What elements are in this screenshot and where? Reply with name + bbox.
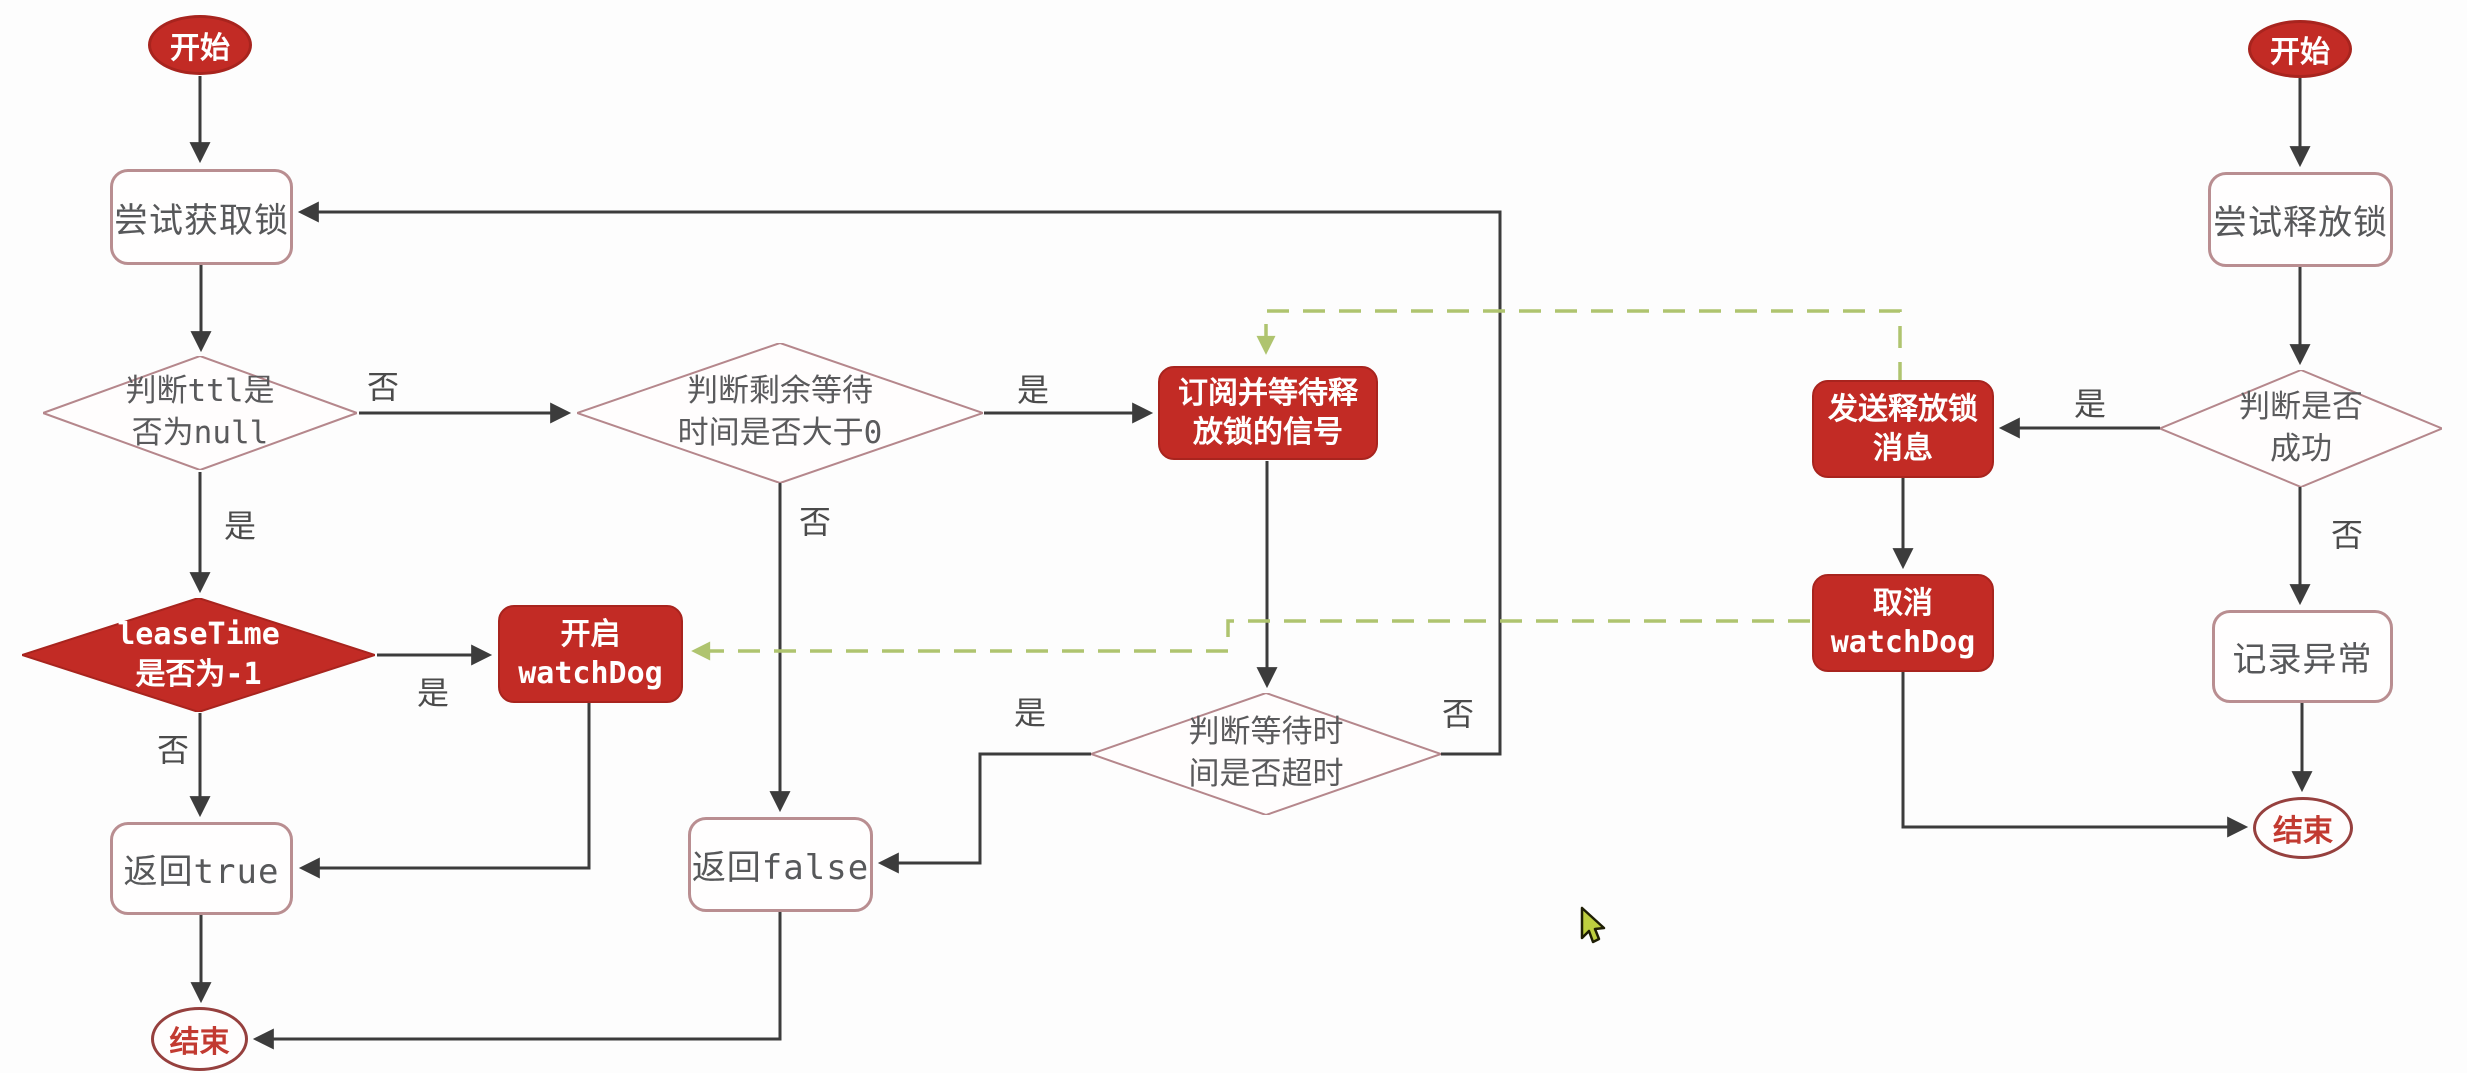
end-node-left: 结束 <box>151 1007 248 1071</box>
check-wait-timeout-diamond: 判断等待时 间是否超时 <box>1091 693 1441 815</box>
try-acquire-lock-box: 尝试获取锁 <box>110 169 293 265</box>
log-exception-label: 记录异常 <box>2232 640 2373 680</box>
cancel-watchdog-label: 取消 watchDog <box>1830 586 1976 660</box>
start-node-right: 开始 <box>2248 20 2352 78</box>
check-remaining-wait-diamond: 判断剩余等待 时间是否大于0 <box>577 343 983 483</box>
cursor-arrow-icon <box>1580 906 1606 944</box>
subscribe-wait-signal-label: 订阅并等待释 放锁的信号 <box>1178 376 1358 450</box>
end-node-left-label: 结束 <box>169 1025 230 1060</box>
try-release-lock-label: 尝试释放锁 <box>2213 203 2388 243</box>
subscribe-wait-signal-box: 订阅并等待释 放锁的信号 <box>1158 366 1378 460</box>
diamond-shape <box>43 356 357 470</box>
diamond-shape <box>2160 370 2442 487</box>
dashed-send-to-subscribe <box>1256 309 1902 384</box>
cancel-watchdog-box: 取消 watchDog <box>1812 574 1994 672</box>
diamond-shape <box>577 343 983 483</box>
return-true-label: 返回true <box>123 852 280 892</box>
check-lease-time-diamond: leaseTime 是否为-1 <box>22 598 375 712</box>
check-success-diamond: 判断是否 成功 <box>2160 370 2442 487</box>
return-true-box: 返回true <box>110 822 293 915</box>
check-wait-timeout-label: 判断等待时 间是否超时 <box>1188 714 1344 792</box>
diamond-shape <box>22 598 375 712</box>
return-false-box: 返回false <box>688 817 873 912</box>
send-release-message-label: 发送释放锁 消息 <box>1828 392 1978 466</box>
edge-label-timeout-no: 否 <box>1441 695 1475 733</box>
check-success-label: 判断是否 成功 <box>2239 388 2363 467</box>
send-release-message-box: 发送释放锁 消息 <box>1812 380 1994 478</box>
check-ttl-null-label: 判断ttl是 否为null <box>125 373 275 451</box>
edge-label-lease-yes: 是 <box>416 674 450 712</box>
try-release-lock-box: 尝试释放锁 <box>2208 172 2393 267</box>
end-node-right-label: 结束 <box>2273 814 2333 849</box>
edge-label-ttl-yes: 是 <box>223 507 257 545</box>
edge-cancel-to-endright <box>1901 672 2249 838</box>
edge-timeout-no-to-tryacquire <box>297 201 1502 756</box>
diamond-shape <box>1091 693 1441 815</box>
edge-label-success-yes: 是 <box>2073 385 2107 423</box>
check-lease-time-label: leaseTime 是否为-1 <box>117 616 280 693</box>
edge-label-timeout-yes: 是 <box>1013 694 1047 732</box>
log-exception-box: 记录异常 <box>2212 610 2393 703</box>
edge-label-remain-no: 否 <box>798 503 832 541</box>
return-false-label: 返回false <box>691 848 870 888</box>
edge-label-success-no: 否 <box>2330 516 2364 554</box>
check-ttl-null-diamond: 判断ttl是 否为null <box>43 356 357 470</box>
start-node-left-label: 开始 <box>170 31 230 66</box>
start-watchdog-label: 开启 watchDog <box>518 617 663 691</box>
edge-timeout-yes-to-returnfalse <box>877 752 1091 874</box>
edge-watchdog-to-returntrue <box>298 703 591 879</box>
try-acquire-lock-label: 尝试获取锁 <box>114 200 289 241</box>
start-node-right-label: 开始 <box>2270 35 2330 70</box>
edge-returnfalse-to-end <box>252 912 782 1050</box>
start-watchdog-box: 开启 watchDog <box>498 605 683 703</box>
start-node-left: 开始 <box>148 15 252 75</box>
dashed-cancel-to-watchdog <box>691 619 1810 661</box>
end-node-right: 结束 <box>2253 797 2353 859</box>
edge-label-remain-yes: 是 <box>1016 371 1050 409</box>
check-remaining-wait-label: 判断剩余等待 时间是否大于0 <box>677 373 883 451</box>
edge-label-lease-no: 否 <box>156 731 190 769</box>
edge-label-ttl-no: 否 <box>366 368 400 406</box>
